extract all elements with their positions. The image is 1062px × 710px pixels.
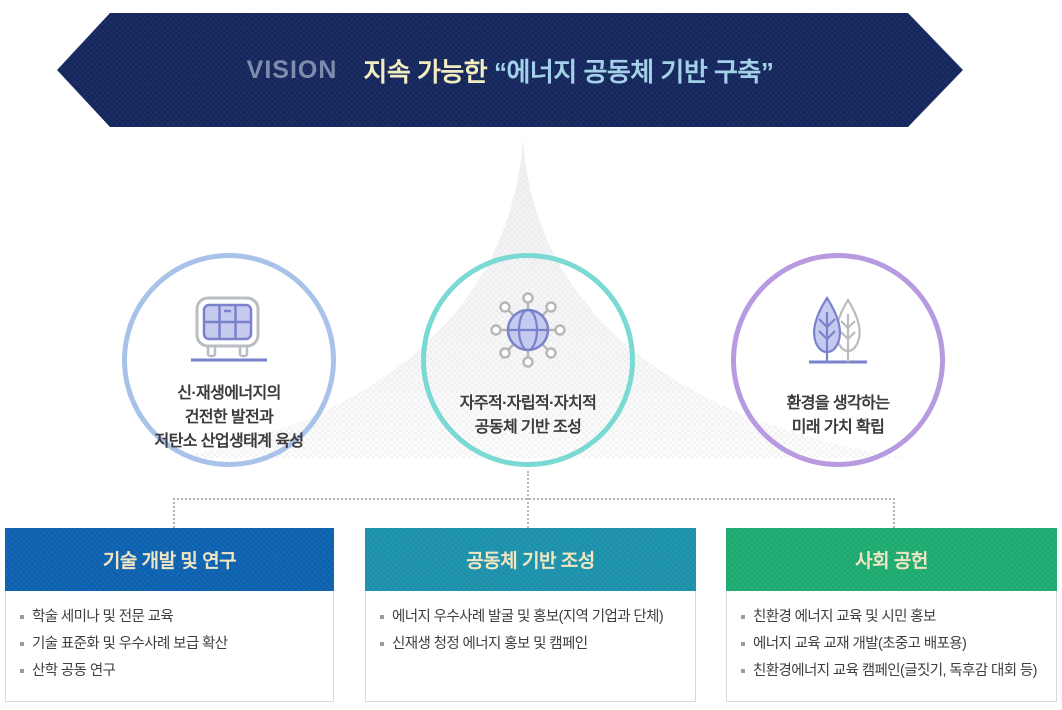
- vision-label: VISION: [246, 55, 338, 84]
- network-globe-icon: [488, 288, 568, 372]
- bullet-square-icon: [20, 615, 24, 619]
- leaves-icon: [799, 288, 877, 372]
- connector-horizontal: [173, 498, 895, 500]
- vision-slogan: 지속 가능한 “에너지 공동체 기반 구축”: [363, 52, 773, 89]
- list-item: 친환경에너지 교육 캠페인(글짓기, 독후감 대회 등): [737, 660, 1048, 682]
- list-item: 에너지 우수사례 발굴 및 홍보(지역 기업과 단체): [376, 606, 687, 628]
- bullet-square-icon: [741, 615, 745, 619]
- goal-circle-environment: 환경을 생각하는 미래 가치 확립: [731, 253, 945, 467]
- goal-text-renewable: 신·재생에너지의 건전한 발전과 저탄소 산업생태계 육성: [154, 385, 305, 450]
- strategy-box-tech: 기술 개발 및 연구 학술 세미나 및 전문 교육 기술 표준화 및 우수사례 …: [5, 528, 334, 702]
- bullet-square-icon: [20, 669, 24, 673]
- goal-circle-renewable: 신·재생에너지의 건전한 발전과 저탄소 산업생태계 육성: [122, 253, 336, 467]
- bullet-square-icon: [741, 669, 745, 673]
- bullet-square-icon: [20, 642, 24, 646]
- bullet-square-icon: [741, 642, 745, 646]
- bullet-square-icon: [380, 642, 384, 646]
- vision-slogan-plain: 지속 가능한: [363, 56, 494, 87]
- strategy-box-social: 사회 공헌 친환경 에너지 교육 및 시민 홍보 에너지 교육 교재 개발(초중…: [726, 528, 1057, 702]
- strategy-box-community: 공동체 기반 조성 에너지 우수사례 발굴 및 홍보(지역 기업과 단체) 신재…: [365, 528, 696, 702]
- strategy-body-community: 에너지 우수사례 발굴 및 홍보(지역 기업과 단체) 신재생 청정 에너지 홍…: [365, 591, 696, 702]
- strategy-body-tech: 학술 세미나 및 전문 교육 기술 표준화 및 우수사례 보급 확산 산학 공동…: [5, 591, 334, 702]
- list-item: 기술 표준화 및 우수사례 보급 확산: [16, 633, 325, 655]
- connector-center-vertical: [527, 471, 529, 528]
- goal-text-environment: 환경을 생각하는 미래 가치 확립: [786, 395, 890, 436]
- list-item: 친환경 에너지 교육 및 시민 홍보: [737, 606, 1048, 628]
- connector-right-vertical: [893, 498, 895, 528]
- list-item: 에너지 교육 교재 개발(초중고 배포용): [737, 633, 1048, 655]
- strategy-header-tech: 기술 개발 및 연구: [5, 528, 334, 591]
- list-item: 학술 세미나 및 전문 교육: [16, 606, 325, 628]
- connector-left-vertical: [173, 498, 175, 528]
- vision-banner: VISION 지속 가능한 “에너지 공동체 기반 구축”: [57, 13, 963, 127]
- solar-panel-icon: [188, 288, 270, 372]
- list-item: 신재생 청정 에너지 홍보 및 캠페인: [376, 633, 687, 655]
- goal-text-community: 자주적·자립적·자치적 공동체 기반 조성: [459, 395, 597, 436]
- strategy-header-social: 사회 공헌: [726, 528, 1057, 591]
- bullet-square-icon: [380, 615, 384, 619]
- vision-slogan-quoted: “에너지 공동체 기반 구축”: [493, 56, 774, 87]
- goal-circle-community: 자주적·자립적·자치적 공동체 기반 조성: [421, 253, 635, 467]
- list-item: 산학 공동 연구: [16, 660, 325, 682]
- strategy-body-social: 친환경 에너지 교육 및 시민 홍보 에너지 교육 교재 개발(초중고 배포용)…: [726, 591, 1057, 702]
- strategy-header-community: 공동체 기반 조성: [365, 528, 696, 591]
